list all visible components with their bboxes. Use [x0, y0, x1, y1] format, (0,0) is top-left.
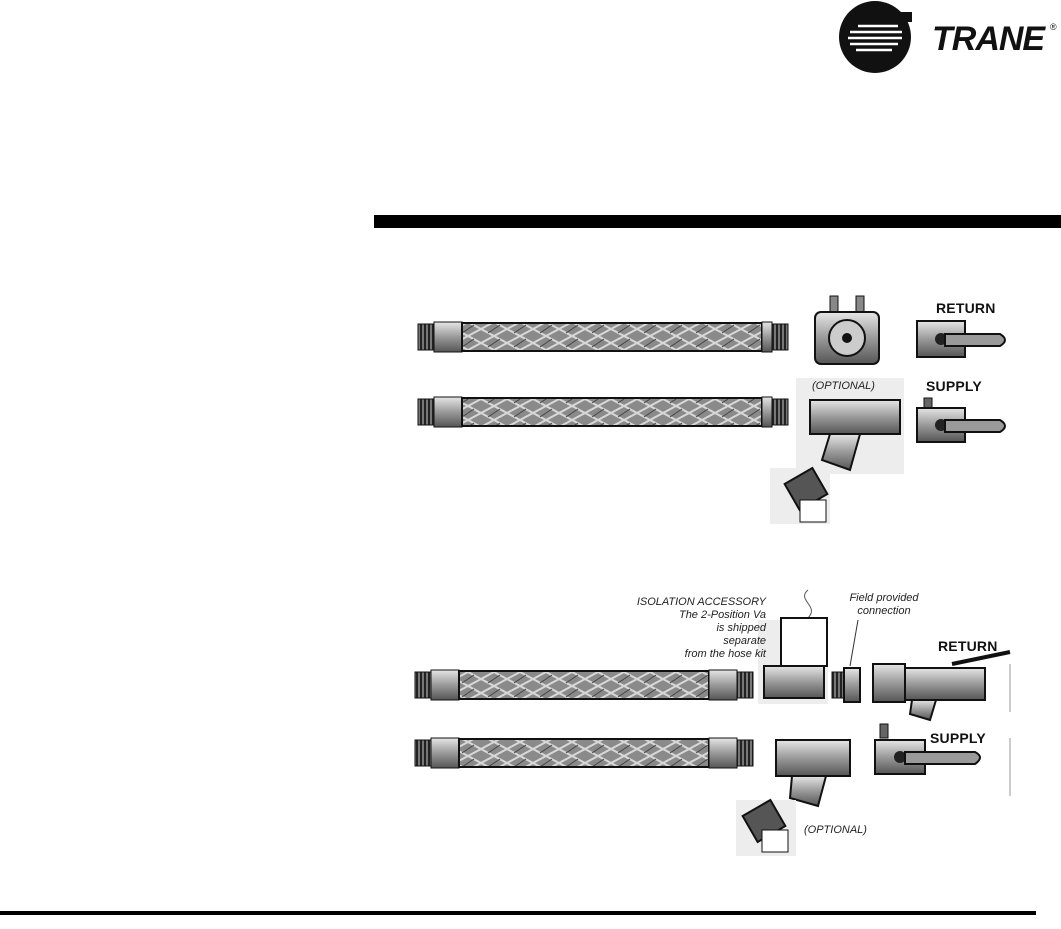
- supply-label: SUPPLY: [926, 378, 982, 394]
- two-position-valve: [758, 589, 828, 704]
- isolation-accessory-note: ISOLATION ACCESSORY The 2-Position Va is…: [590, 596, 766, 661]
- field-connection-note: Field provided connection: [826, 592, 942, 618]
- svg-text:®: ®: [1050, 22, 1057, 32]
- return-ball-valve: [916, 320, 1006, 358]
- hose-assembly: [417, 321, 789, 353]
- supply-label: SUPPLY: [930, 730, 986, 746]
- note-line: ISOLATION ACCESSORY: [636, 596, 766, 608]
- supply-ball-valve: [874, 723, 1011, 796]
- return-valve-assembly: [872, 650, 1011, 722]
- hose-assembly: [414, 737, 754, 769]
- trane-logo: TRANE ®: [839, 1, 1057, 73]
- svg-text:TRANE: TRANE: [932, 20, 1046, 58]
- note-line: connection: [857, 605, 911, 617]
- optional-label: (OPTIONAL): [804, 824, 867, 836]
- note-line: from the hose kit: [684, 648, 766, 660]
- return-label: RETURN: [936, 300, 996, 316]
- supply-ball-valve: [916, 397, 1006, 443]
- y-strainer: [770, 378, 904, 524]
- note-line: Field provided: [849, 592, 919, 604]
- hose-assembly: [417, 396, 789, 428]
- flow-control-valve: [814, 295, 880, 365]
- note-line: The 2-Position Va: [678, 609, 766, 621]
- hose-assembly: [414, 669, 754, 701]
- note-line: is shipped: [716, 622, 766, 634]
- optional-label: (OPTIONAL): [812, 380, 875, 392]
- footer-rule: [0, 911, 1036, 915]
- return-label: RETURN: [938, 638, 998, 654]
- field-connection: [831, 619, 861, 703]
- y-strainer: [736, 739, 851, 856]
- header-rule: [374, 215, 1061, 228]
- note-line: separate: [723, 635, 766, 647]
